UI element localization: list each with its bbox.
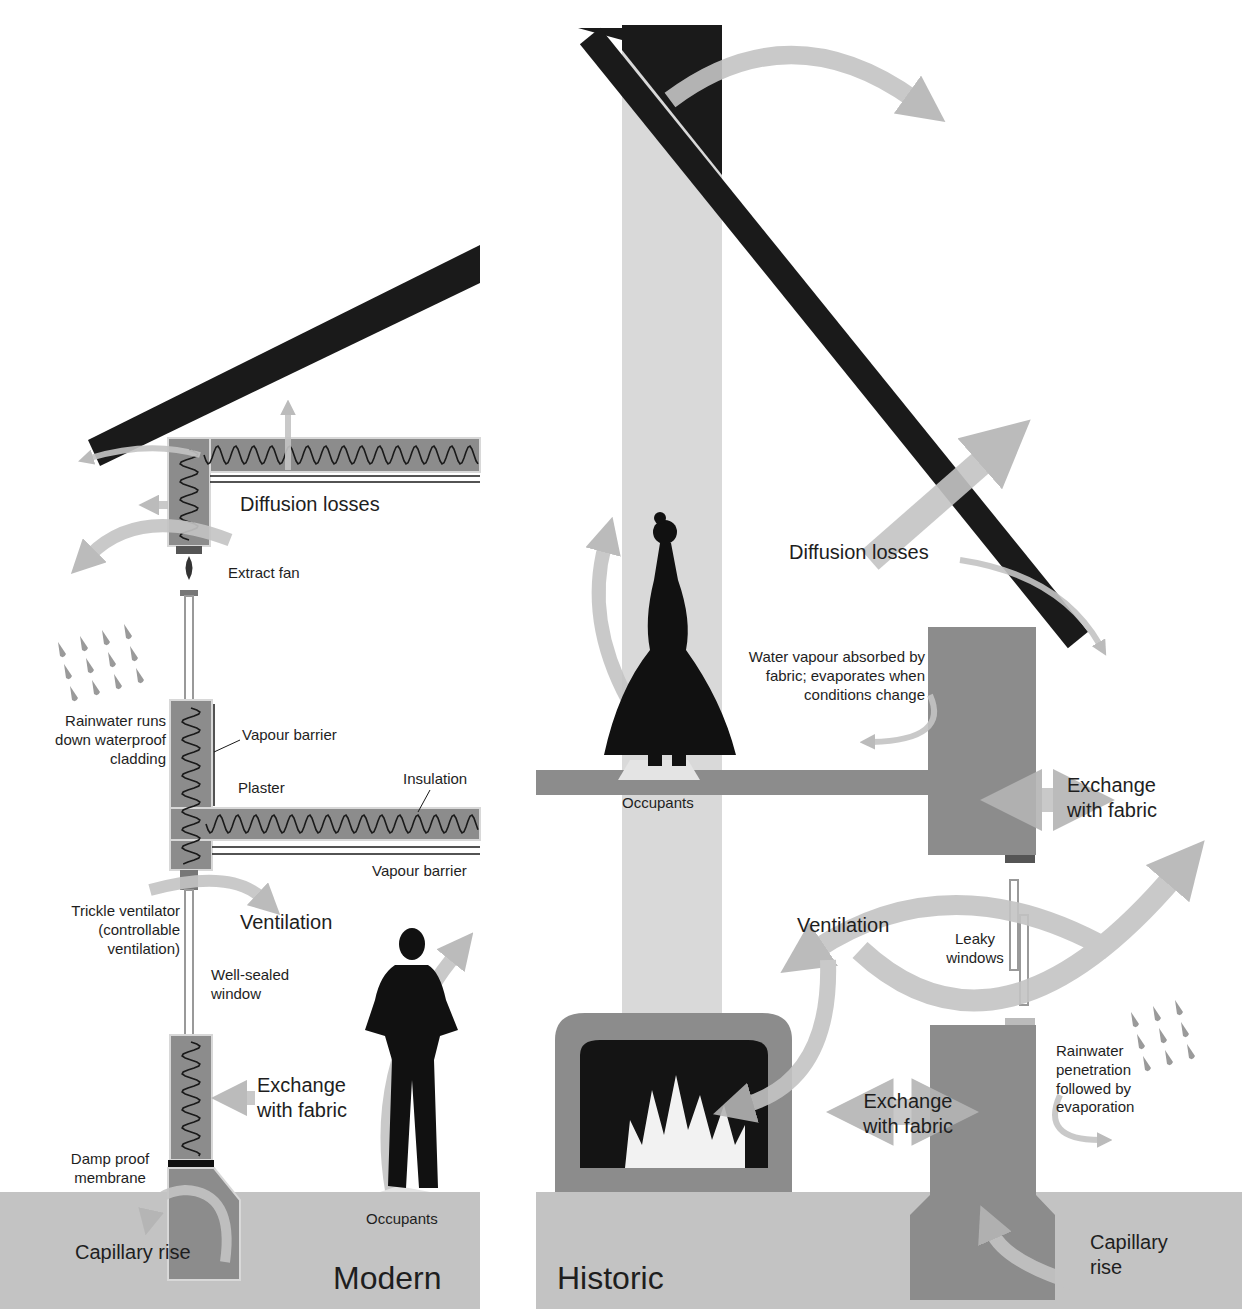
annotation-label: Rainwater penetration followed by evapor… [1056, 1042, 1166, 1117]
vapour-barrier [213, 704, 215, 806]
annotation-label: Capillary rise [75, 1240, 191, 1265]
rain-drop [1159, 1028, 1167, 1043]
lower-wall [910, 1025, 1055, 1300]
window [185, 890, 193, 1035]
extract-fan [186, 556, 193, 580]
rain-drop [1143, 1056, 1151, 1071]
flow-arrows [90, 55, 1175, 1285]
roof [88, 245, 480, 466]
drawing-part [90, 448, 200, 458]
annotation-label: Well-sealed window [211, 966, 311, 1004]
rain-drop [124, 624, 132, 639]
annotation-label: Damp proof membrane [50, 1150, 170, 1188]
drawing-part [992, 1232, 1080, 1285]
insulation-wave [182, 1042, 200, 1156]
rain-drop [70, 686, 78, 701]
panel-title: Historic [557, 1258, 664, 1298]
annotation-label: Exchange with fabric [1067, 773, 1182, 823]
insulation-wave [206, 815, 478, 833]
upper-wall [928, 627, 1036, 855]
drawing-part [599, 545, 628, 700]
hair-bun [654, 512, 666, 524]
rain-drop [80, 636, 88, 651]
drawing-part [670, 55, 915, 100]
annotation-label: Diffusion losses [789, 540, 929, 565]
annotation-label: Trickle ventilator (controllable ventila… [36, 902, 180, 958]
rain-drop [136, 668, 144, 683]
annotation-label: Ventilation [797, 913, 889, 938]
leader-line [418, 790, 430, 812]
annotation-label: Vapour barrier [372, 862, 467, 881]
annotation-label: Rainwater runs down waterproof cladding [36, 712, 166, 768]
drawing-part [960, 560, 1100, 645]
drawing-part [240, 1091, 255, 1105]
occupant-head [653, 520, 677, 544]
annotation-label: Capillary rise [1090, 1230, 1190, 1280]
rain-drop [86, 658, 94, 673]
annotation-label: Diffusion losses [240, 492, 380, 517]
rain-drop [1153, 1006, 1161, 1021]
drawing-part [90, 526, 230, 555]
annotation-label: Insulation [403, 770, 467, 789]
historic-occupant [604, 543, 736, 755]
rain-drop [102, 630, 110, 645]
drawing-part [1030, 788, 1065, 812]
insulation-wave [204, 446, 478, 464]
insulation-wave [182, 708, 200, 864]
drawing-part [860, 875, 1175, 1000]
rain-drop [1181, 1022, 1189, 1037]
annotation-label: Ventilation [240, 910, 332, 935]
rain-drop [1131, 1012, 1139, 1027]
vapour-barrier [212, 853, 480, 855]
shoe [672, 752, 686, 766]
rain-drop [114, 674, 122, 689]
drawing-part [150, 881, 262, 898]
window [185, 596, 193, 700]
vapour-barrier [212, 846, 480, 848]
rain-drop [1137, 1034, 1145, 1049]
lintel [1005, 855, 1035, 863]
leaky-window [1010, 880, 1018, 970]
ceiling [168, 438, 480, 472]
rain-drop [92, 680, 100, 695]
ground [536, 1192, 1242, 1309]
firebox [580, 1040, 768, 1168]
annotation-label: Water vapour absorbed by fabric; evapora… [720, 648, 925, 704]
fire [625, 1075, 745, 1168]
annotation-label: Leaky windows [930, 930, 1020, 968]
drawing-part [745, 960, 828, 1105]
rain-drop [1187, 1044, 1195, 1059]
rain-drop [1165, 1050, 1173, 1065]
modern-occupant [365, 965, 458, 1188]
drawing-part [155, 501, 168, 509]
fan-housing [176, 546, 202, 554]
annotation-label: Occupants [622, 794, 694, 813]
rain-drop [64, 664, 72, 679]
leader-line [214, 740, 240, 752]
annotation-label: Vapour barrier [242, 726, 337, 745]
middle-wall [170, 700, 212, 870]
vapour-barrier [210, 475, 480, 477]
floor [536, 770, 930, 795]
vapour-barrier [210, 481, 480, 483]
rain-drop [108, 652, 116, 667]
panel-title: Modern [333, 1258, 442, 1298]
rain-drop [130, 646, 138, 661]
floor-slab [170, 808, 480, 840]
annotation-label: Occupants [366, 1210, 438, 1229]
damp-proof-membrane [168, 1160, 214, 1168]
annotation-label: Plaster [238, 779, 285, 798]
rain-drop [1175, 1000, 1183, 1015]
annotation-label: Exchange with fabric [848, 1089, 968, 1139]
drawing-part [285, 412, 291, 470]
annotation-label: Exchange with fabric [257, 1073, 372, 1123]
shoe [648, 752, 662, 766]
occupant-head [399, 928, 425, 960]
annotation-label: Extract fan [228, 564, 300, 583]
sill [1005, 1018, 1035, 1025]
rain-drop [58, 642, 66, 657]
lower-wall [170, 1035, 212, 1160]
